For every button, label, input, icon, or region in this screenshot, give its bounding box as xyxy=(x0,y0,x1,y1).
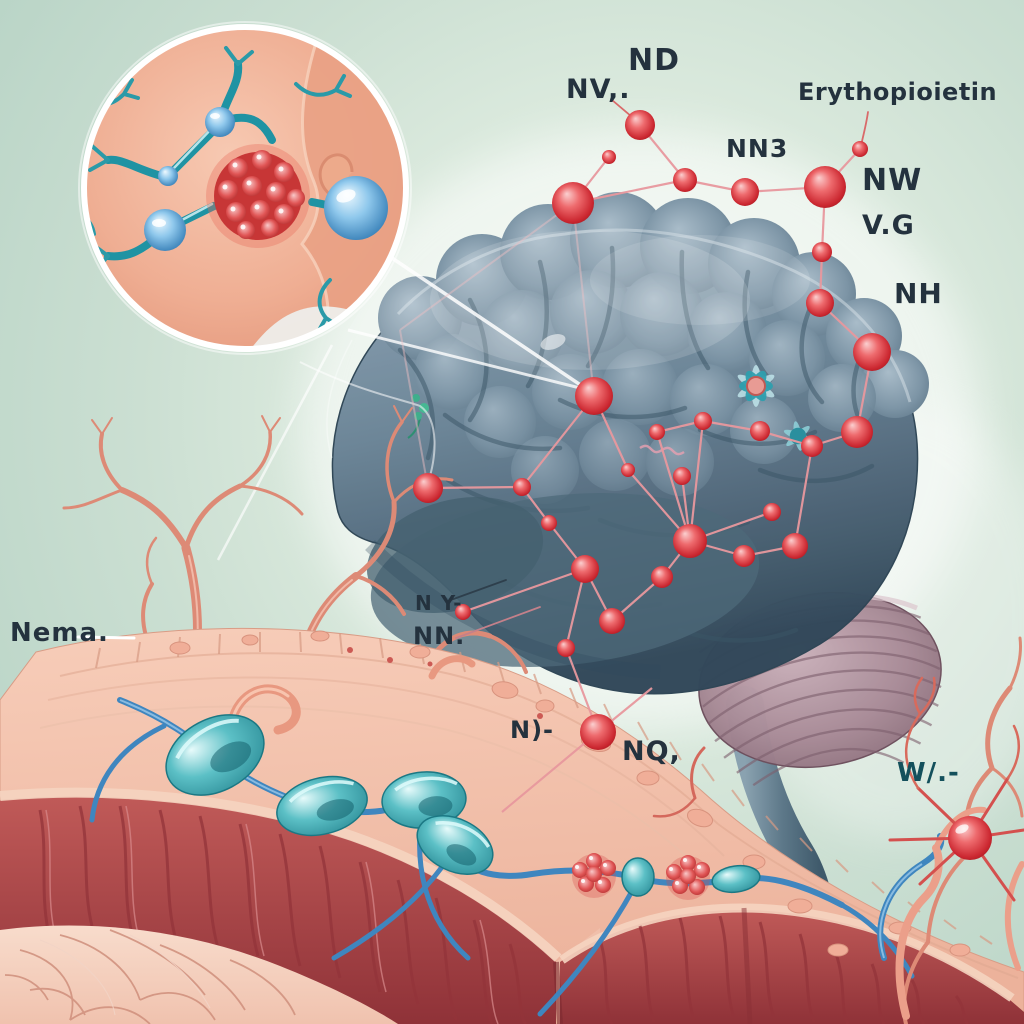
label-nema: Nema. xyxy=(10,618,109,648)
dermis-layer xyxy=(0,925,398,1024)
glial-cells-teal xyxy=(165,714,761,897)
magnified-cell-inset xyxy=(78,21,412,355)
label-w: W/.- xyxy=(897,758,960,788)
label-n-bracket: N)- xyxy=(510,716,555,744)
label-nn3: NN3 xyxy=(726,134,789,163)
green-molecule-icon xyxy=(407,394,429,439)
berry-cell-cluster xyxy=(666,855,710,900)
blue-sphere xyxy=(144,107,388,251)
red-cell-cluster xyxy=(206,144,310,248)
inset-rim xyxy=(81,24,409,352)
label-nn: NN. xyxy=(413,622,466,650)
ear-icon xyxy=(318,153,354,198)
label-vg: V.G xyxy=(862,210,915,241)
label-ny: N Y- xyxy=(415,591,463,615)
berry-cell-cluster xyxy=(572,853,616,898)
label-nv: NV,. xyxy=(566,74,631,105)
label-nh: NH xyxy=(894,277,943,310)
label-nd: ND xyxy=(628,43,681,78)
muscle-fibers xyxy=(38,805,528,1024)
red-neuron-cell xyxy=(888,676,1024,902)
molecule-nodes xyxy=(413,110,891,750)
label-nq: NQ, xyxy=(622,736,681,767)
muscle-layer-right xyxy=(560,910,1024,1024)
teal-receptor-icon xyxy=(737,365,775,407)
tissue-cross-section xyxy=(0,627,1024,1024)
leader-lines xyxy=(76,99,869,640)
label-nw: NW xyxy=(862,163,923,198)
label-erythropoietin: Erythopioietin xyxy=(798,78,998,106)
magnifier-callout-beam xyxy=(216,256,589,561)
molecule-network xyxy=(76,99,891,813)
gyri xyxy=(378,192,929,504)
branch-twigs xyxy=(84,46,352,334)
